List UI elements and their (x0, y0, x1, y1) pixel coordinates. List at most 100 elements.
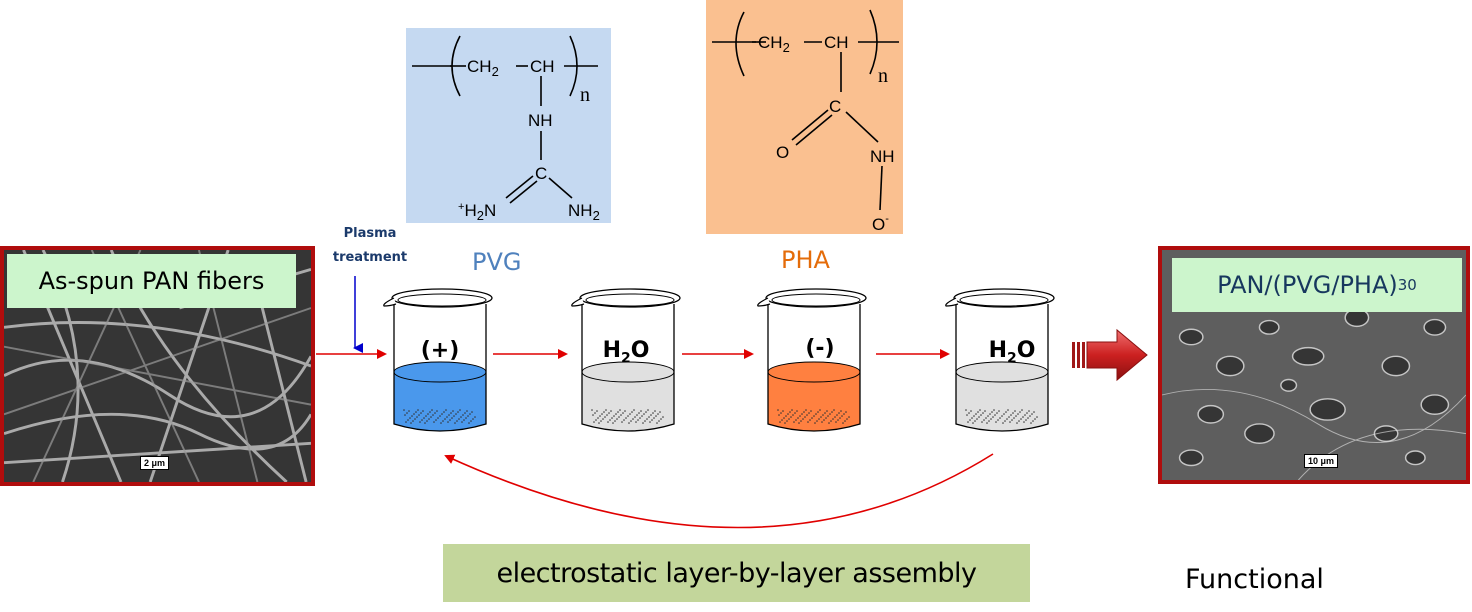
pha-structure: CH2 CH n C O NH O- (706, 0, 903, 234)
sediment-dot (821, 421, 823, 423)
sediment-dot (426, 420, 428, 422)
sediment-dot (1032, 420, 1034, 422)
sediment-dot (983, 419, 985, 421)
sediment-dot (1029, 415, 1031, 417)
sediment-dot (846, 418, 848, 420)
sediment-dot (828, 422, 830, 424)
sediment-dot (835, 421, 837, 423)
plasma-line1: Plasma (343, 226, 397, 241)
sediment-dot (420, 412, 422, 414)
sediment-dot (1012, 412, 1014, 414)
sediment-dot (792, 414, 794, 416)
beaker-3-label: (-) (805, 336, 835, 361)
sediment-dot (824, 412, 826, 414)
as-spun-title: As-spun PAN fibers (7, 254, 296, 308)
sediment-dot (416, 416, 418, 418)
sediment-dot (431, 409, 433, 411)
sediment-dot (976, 418, 978, 420)
sediment-dot (623, 419, 625, 421)
sediment-dot (591, 409, 593, 411)
sediment-dot (434, 412, 436, 414)
sediment-dot (620, 414, 622, 416)
sediment-dot (832, 418, 834, 420)
beaker-rim (953, 288, 1055, 308)
pha-o: O (776, 143, 789, 162)
sediment-dot (780, 412, 782, 414)
sediment-dot (440, 422, 442, 424)
sediment-dot (825, 417, 827, 419)
sediment-dot (632, 418, 634, 420)
sediment-dot (1010, 414, 1012, 416)
beaker-glass (767, 304, 861, 432)
pha-ch: CH (824, 33, 849, 52)
sediment-dot (799, 415, 801, 417)
sediment-dot (455, 413, 457, 415)
sediment-dot (833, 409, 835, 411)
sediment-dot (403, 409, 405, 411)
beaker-4-label: H2O (988, 338, 1036, 367)
sediment-dot (644, 420, 646, 422)
sediment-dot (659, 411, 661, 413)
beaker-glass (393, 304, 487, 432)
sediment-dot (596, 410, 598, 412)
pvg-nh: NH (528, 111, 553, 130)
sediment-dot (997, 419, 999, 421)
beaker-rim-inner (397, 293, 487, 307)
sediment-dot (814, 422, 816, 424)
sediment-dot (991, 411, 993, 413)
sediment-dot (432, 414, 434, 416)
sediment-dot (1021, 409, 1023, 411)
sediment-dot (845, 411, 847, 413)
sediment-dot (990, 418, 992, 420)
sediment-dot (635, 421, 637, 423)
sediment-dot (819, 409, 821, 411)
sediment-dot (1006, 418, 1008, 420)
sediment-dot (621, 421, 623, 423)
sediment-dot (981, 421, 983, 423)
sediment-dot (616, 418, 618, 420)
sediment-dot (624, 410, 626, 412)
sediment-dot (978, 416, 980, 418)
sediment-dot (419, 421, 421, 423)
plasma-line2: treatment (332, 250, 408, 265)
sediment-dot (848, 416, 850, 418)
sediment-dot (797, 417, 799, 419)
sediment-dot (1011, 419, 1013, 421)
sediment-dot (451, 417, 453, 419)
beaker-1 (383, 288, 493, 432)
sediment-dot (452, 410, 454, 412)
pvg-ch2: CH2 (467, 57, 499, 79)
sediment-dot (968, 412, 970, 414)
sediment-dot (827, 415, 829, 417)
sediment-dot (609, 419, 611, 421)
sediment-dot (610, 410, 612, 412)
sediment-dot (424, 422, 426, 424)
sediment-dot (996, 412, 998, 414)
sediment-dot (466, 410, 468, 412)
sediment-dot (603, 411, 605, 413)
sediment-dot (612, 422, 614, 424)
sediment-dot (655, 415, 657, 417)
sediment-dot (786, 420, 788, 422)
sediment-dot (433, 421, 435, 423)
sediment-dot (597, 417, 599, 419)
sediment-dot (813, 415, 815, 417)
sediment-dot (613, 415, 615, 417)
sediment-dot (971, 417, 973, 419)
pvg-h2n: +H2N (458, 201, 496, 223)
sediment-dot (470, 420, 472, 422)
sediment-dot (778, 414, 780, 416)
sediment-dot (459, 409, 461, 411)
pha-n: n (878, 65, 888, 87)
sediment-dot (421, 419, 423, 421)
sediment-dot (599, 415, 601, 417)
sediment-dot (987, 415, 989, 417)
sediment-dot (820, 416, 822, 418)
sediment-dot (653, 417, 655, 419)
sediment-dot (614, 420, 616, 422)
sediment-dot (463, 419, 465, 421)
sediment-dot (1025, 419, 1027, 421)
sediment-dot (645, 411, 647, 413)
sediment-dot (636, 414, 638, 416)
sediment-dot (802, 418, 804, 420)
